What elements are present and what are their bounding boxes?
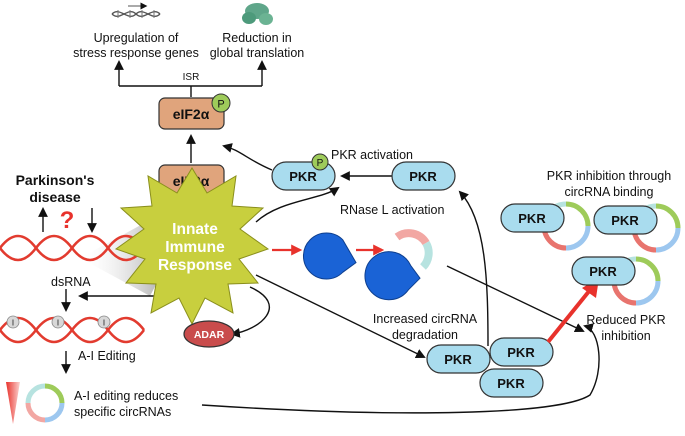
inosine-marks: I I I — [6, 315, 111, 329]
inhibition-title-1: PKR inhibition through — [547, 169, 671, 183]
pkr-circrna-complex-3: PKR — [571, 256, 661, 306]
increased-degradation-label-2: degradation — [392, 328, 458, 342]
arrow-degradation-to-reduced — [446, 265, 585, 333]
arrow-pkr-to-eif — [222, 143, 273, 171]
reduces-label-1: A-I editing reduces — [74, 389, 178, 403]
eif2a-phospho-label: eIF2α — [173, 106, 210, 122]
translation-label-2: global translation — [210, 46, 305, 60]
ribosome-icon — [242, 3, 273, 25]
stress-genes-label-1: Upregulation of — [94, 31, 179, 45]
translation-label-1: Reduction in — [222, 31, 292, 45]
svg-text:I: I — [57, 319, 59, 328]
isr-bracket — [114, 60, 267, 97]
red-arrow-reduced — [546, 288, 592, 344]
stress-genes-label-2: stress response genes — [73, 46, 199, 60]
arrow-reduced-circrna — [201, 323, 600, 414]
adar-label: ADAR — [194, 329, 225, 341]
svg-text:P: P — [217, 99, 224, 111]
svg-text:PKR: PKR — [289, 169, 317, 184]
svg-text:PKR: PKR — [497, 376, 525, 391]
pkr-active: PKR — [391, 161, 456, 191]
svg-text:PKR: PKR — [444, 352, 472, 367]
reduced-inhibition-label-2: inhibition — [601, 329, 650, 343]
circrna-ring-small — [25, 383, 65, 423]
decrease-wedge — [6, 382, 20, 424]
eif2a-phospho: eIF2α — [158, 97, 225, 130]
pkr-cluster: PKR PKR PKR — [426, 337, 554, 398]
svg-text:PKR: PKR — [409, 169, 437, 184]
dsrna-helix — [0, 234, 146, 262]
pkr-circrna-complex-2: PKR — [593, 203, 681, 253]
svg-text:P: P — [317, 158, 324, 169]
pkr-activation-label: PKR activation — [331, 148, 413, 162]
rnase-l-degrading — [364, 251, 421, 301]
arrow-star-to-pkr-cluster — [255, 274, 426, 358]
reduced-inhibition-label-1: Reduced PKR — [586, 313, 665, 327]
reduces-label-2: specific circRNAs — [74, 405, 171, 419]
dna-icon — [111, 2, 161, 18]
arrow-star-to-pkr — [255, 186, 340, 223]
arrow-star-to-adar — [230, 286, 271, 338]
question-mark: ? — [60, 207, 75, 234]
innate-label-2: Immune — [165, 239, 225, 256]
isr-label: ISR — [183, 72, 200, 83]
svg-text:I: I — [12, 319, 14, 328]
phospho-badge-eif: P — [211, 93, 231, 113]
innate-label-1: Innate — [172, 221, 218, 238]
arrow-cluster-to-pkr — [458, 190, 489, 347]
svg-text:PKR: PKR — [589, 264, 617, 279]
svg-text:PKR: PKR — [611, 213, 639, 228]
svg-text:PKR: PKR — [518, 211, 546, 226]
rnase-l-pacman — [302, 232, 357, 280]
ai-editing-label: A-I Editing — [78, 349, 136, 363]
edited-dsrna-helix — [0, 316, 146, 344]
dsrna-label: dsRNA — [51, 275, 91, 289]
pkr-circrna-complex-1: PKR — [500, 201, 591, 251]
parkinsons-label-2: disease — [29, 189, 81, 205]
degrading-circrna — [394, 229, 433, 270]
increased-degradation-label-1: Increased circRNA — [373, 312, 478, 326]
svg-text:I: I — [103, 319, 105, 328]
inhibition-title-2: circRNA binding — [565, 185, 654, 199]
svg-text:PKR: PKR — [507, 345, 535, 360]
rnase-activation-label: RNase L activation — [340, 203, 444, 217]
adar-enzyme: ADAR — [183, 320, 235, 348]
phospho-badge-pkr: P — [311, 153, 329, 171]
innate-label-3: Response — [158, 257, 232, 274]
parkinsons-label-1: Parkinson's — [16, 172, 95, 188]
